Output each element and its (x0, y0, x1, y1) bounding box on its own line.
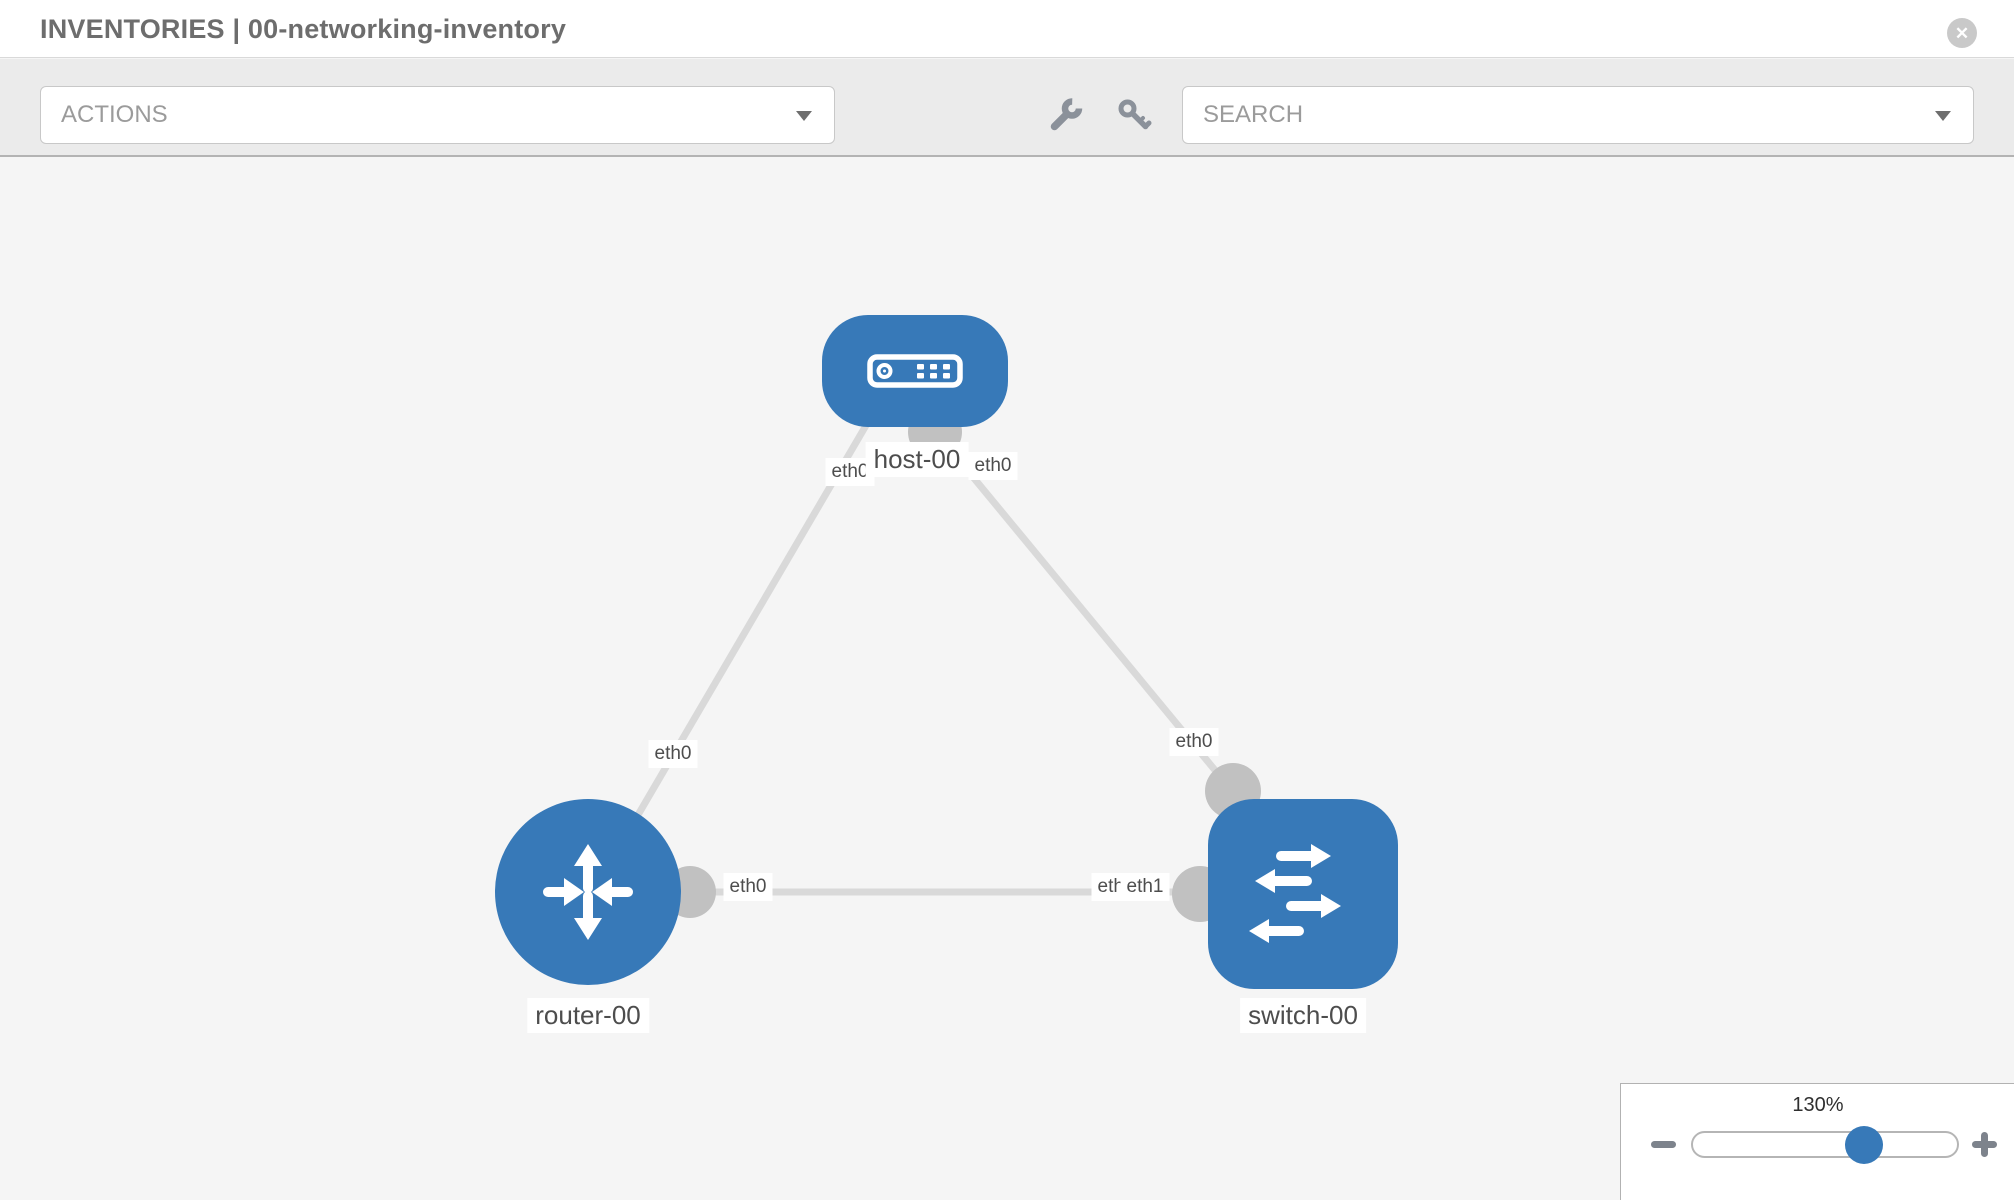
iface-label-router-eth0-to-host: eth0 (648, 740, 698, 768)
chevron-down-icon (796, 111, 812, 121)
toolbar: ACTIONS SEARCH (0, 59, 2014, 157)
close-button[interactable]: ✕ (1947, 18, 1977, 48)
chevron-down-icon (1935, 111, 1951, 121)
actions-dropdown[interactable]: ACTIONS (40, 86, 835, 144)
node-switch-00[interactable] (1208, 799, 1398, 989)
iface-label-switch-eth0-to-host: eth0 (1169, 728, 1219, 756)
zoom-control-panel: 130% (1620, 1083, 2014, 1200)
topology-links-layer (624, 405, 1261, 922)
search-input-placeholder: SEARCH (1203, 101, 1304, 128)
page-title: INVENTORIES | 00-networking-inventory (40, 14, 567, 44)
node-label-switch-00: switch-00 (1240, 998, 1366, 1033)
iface-label-switch-eth1-to-router: eth1 (1120, 873, 1170, 901)
zoom-slider-track[interactable] (1691, 1131, 1959, 1158)
credentials-button[interactable] (1116, 97, 1152, 133)
switch-icon (1249, 844, 1341, 943)
modal-header: INVENTORIES | 00-networking-inventory ✕ (0, 0, 2014, 58)
node-router-00[interactable] (495, 799, 681, 985)
close-icon: ✕ (1954, 23, 1970, 43)
iface-label-router-eth0-to-switch: eth0 (723, 873, 773, 901)
router-icon (543, 844, 633, 940)
iface-label-host-eth0-to-switch: eth0 (968, 452, 1018, 480)
tools-button[interactable] (1048, 97, 1084, 133)
zoom-out-button[interactable] (1651, 1141, 1676, 1148)
topology-canvas[interactable]: host-00 router-00 switch-00 eth0 eth0 et… (0, 159, 2014, 1200)
zoom-slider-knob[interactable] (1845, 1126, 1883, 1164)
node-label-router-00: router-00 (527, 998, 649, 1033)
node-label-host-00: host-00 (865, 442, 969, 477)
wrench-icon (1050, 98, 1083, 131)
search-dropdown[interactable]: SEARCH (1182, 86, 1974, 144)
zoom-level-value: 130% (1792, 1094, 1844, 1116)
node-host-00[interactable] (822, 315, 1008, 427)
host-icon (867, 354, 963, 388)
key-icon (1118, 99, 1152, 130)
actions-dropdown-label: ACTIONS (61, 101, 168, 128)
zoom-in-button[interactable] (1972, 1132, 1997, 1157)
